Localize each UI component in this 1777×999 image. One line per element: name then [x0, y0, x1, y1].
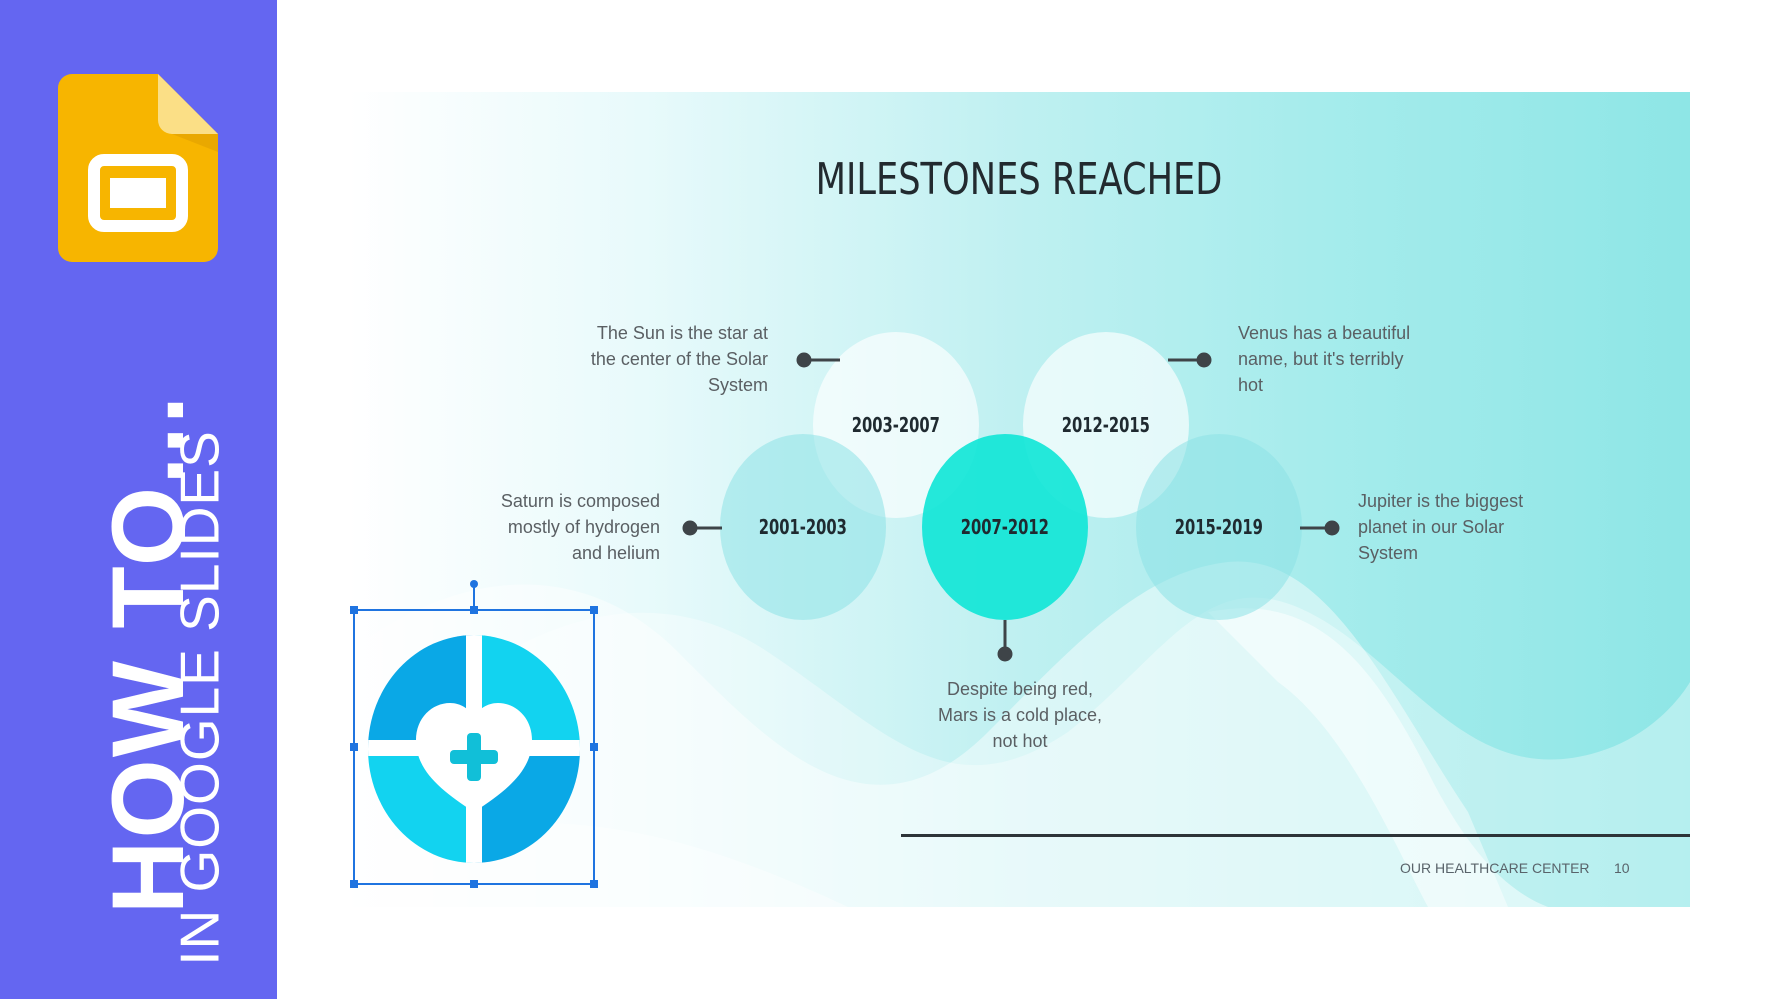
milestone-circle-2001-2003[interactable]: 2001-2003	[720, 434, 886, 620]
timeline-connectors	[682, 352, 1340, 662]
background-waves	[348, 561, 1690, 907]
milestone-circle-2015-2019[interactable]: 2015-2019	[1136, 434, 1302, 620]
milestone-year: 2007-2012	[960, 515, 1050, 539]
slide-title[interactable]: MILESTONES REACHED	[815, 154, 1223, 205]
milestone-description-jupiter[interactable]: Jupiter is the biggest planet in our Sol…	[1358, 491, 1524, 563]
footer-divider	[901, 834, 1690, 837]
milestone-description-sun[interactable]: The Sun is the star at the center of the…	[590, 323, 768, 395]
milestone-description-mars[interactable]: Despite being red, Mars is a cold place,…	[937, 679, 1103, 751]
milestone-description-venus[interactable]: Venus has a beautiful name, but it's ter…	[1238, 323, 1411, 395]
slide-page-number: 10	[1614, 860, 1630, 876]
milestone-year: 2015-2019	[1174, 515, 1264, 539]
milestone-year: 2003-2007	[851, 413, 941, 437]
how-to-banner: HOW TO... IN GOOGLE SLIDES	[0, 0, 277, 999]
slide-canvas[interactable]: MILESTONES REACHED 2003-2007 2012-2015 2…	[348, 92, 1690, 907]
milestone-year: 2001-2003	[758, 515, 848, 539]
google-slides-icon	[58, 74, 218, 262]
in-google-slides-subtitle: IN GOOGLE SLIDES	[168, 430, 231, 966]
milestone-year: 2012-2015	[1061, 413, 1151, 437]
milestone-description-saturn[interactable]: Saturn is composed mostly of hydrogen an…	[500, 491, 660, 563]
slide-footer-text[interactable]: OUR HEALTHCARE CENTER	[1400, 860, 1590, 876]
milestone-circle-2007-2012[interactable]: 2007-2012	[922, 434, 1088, 620]
